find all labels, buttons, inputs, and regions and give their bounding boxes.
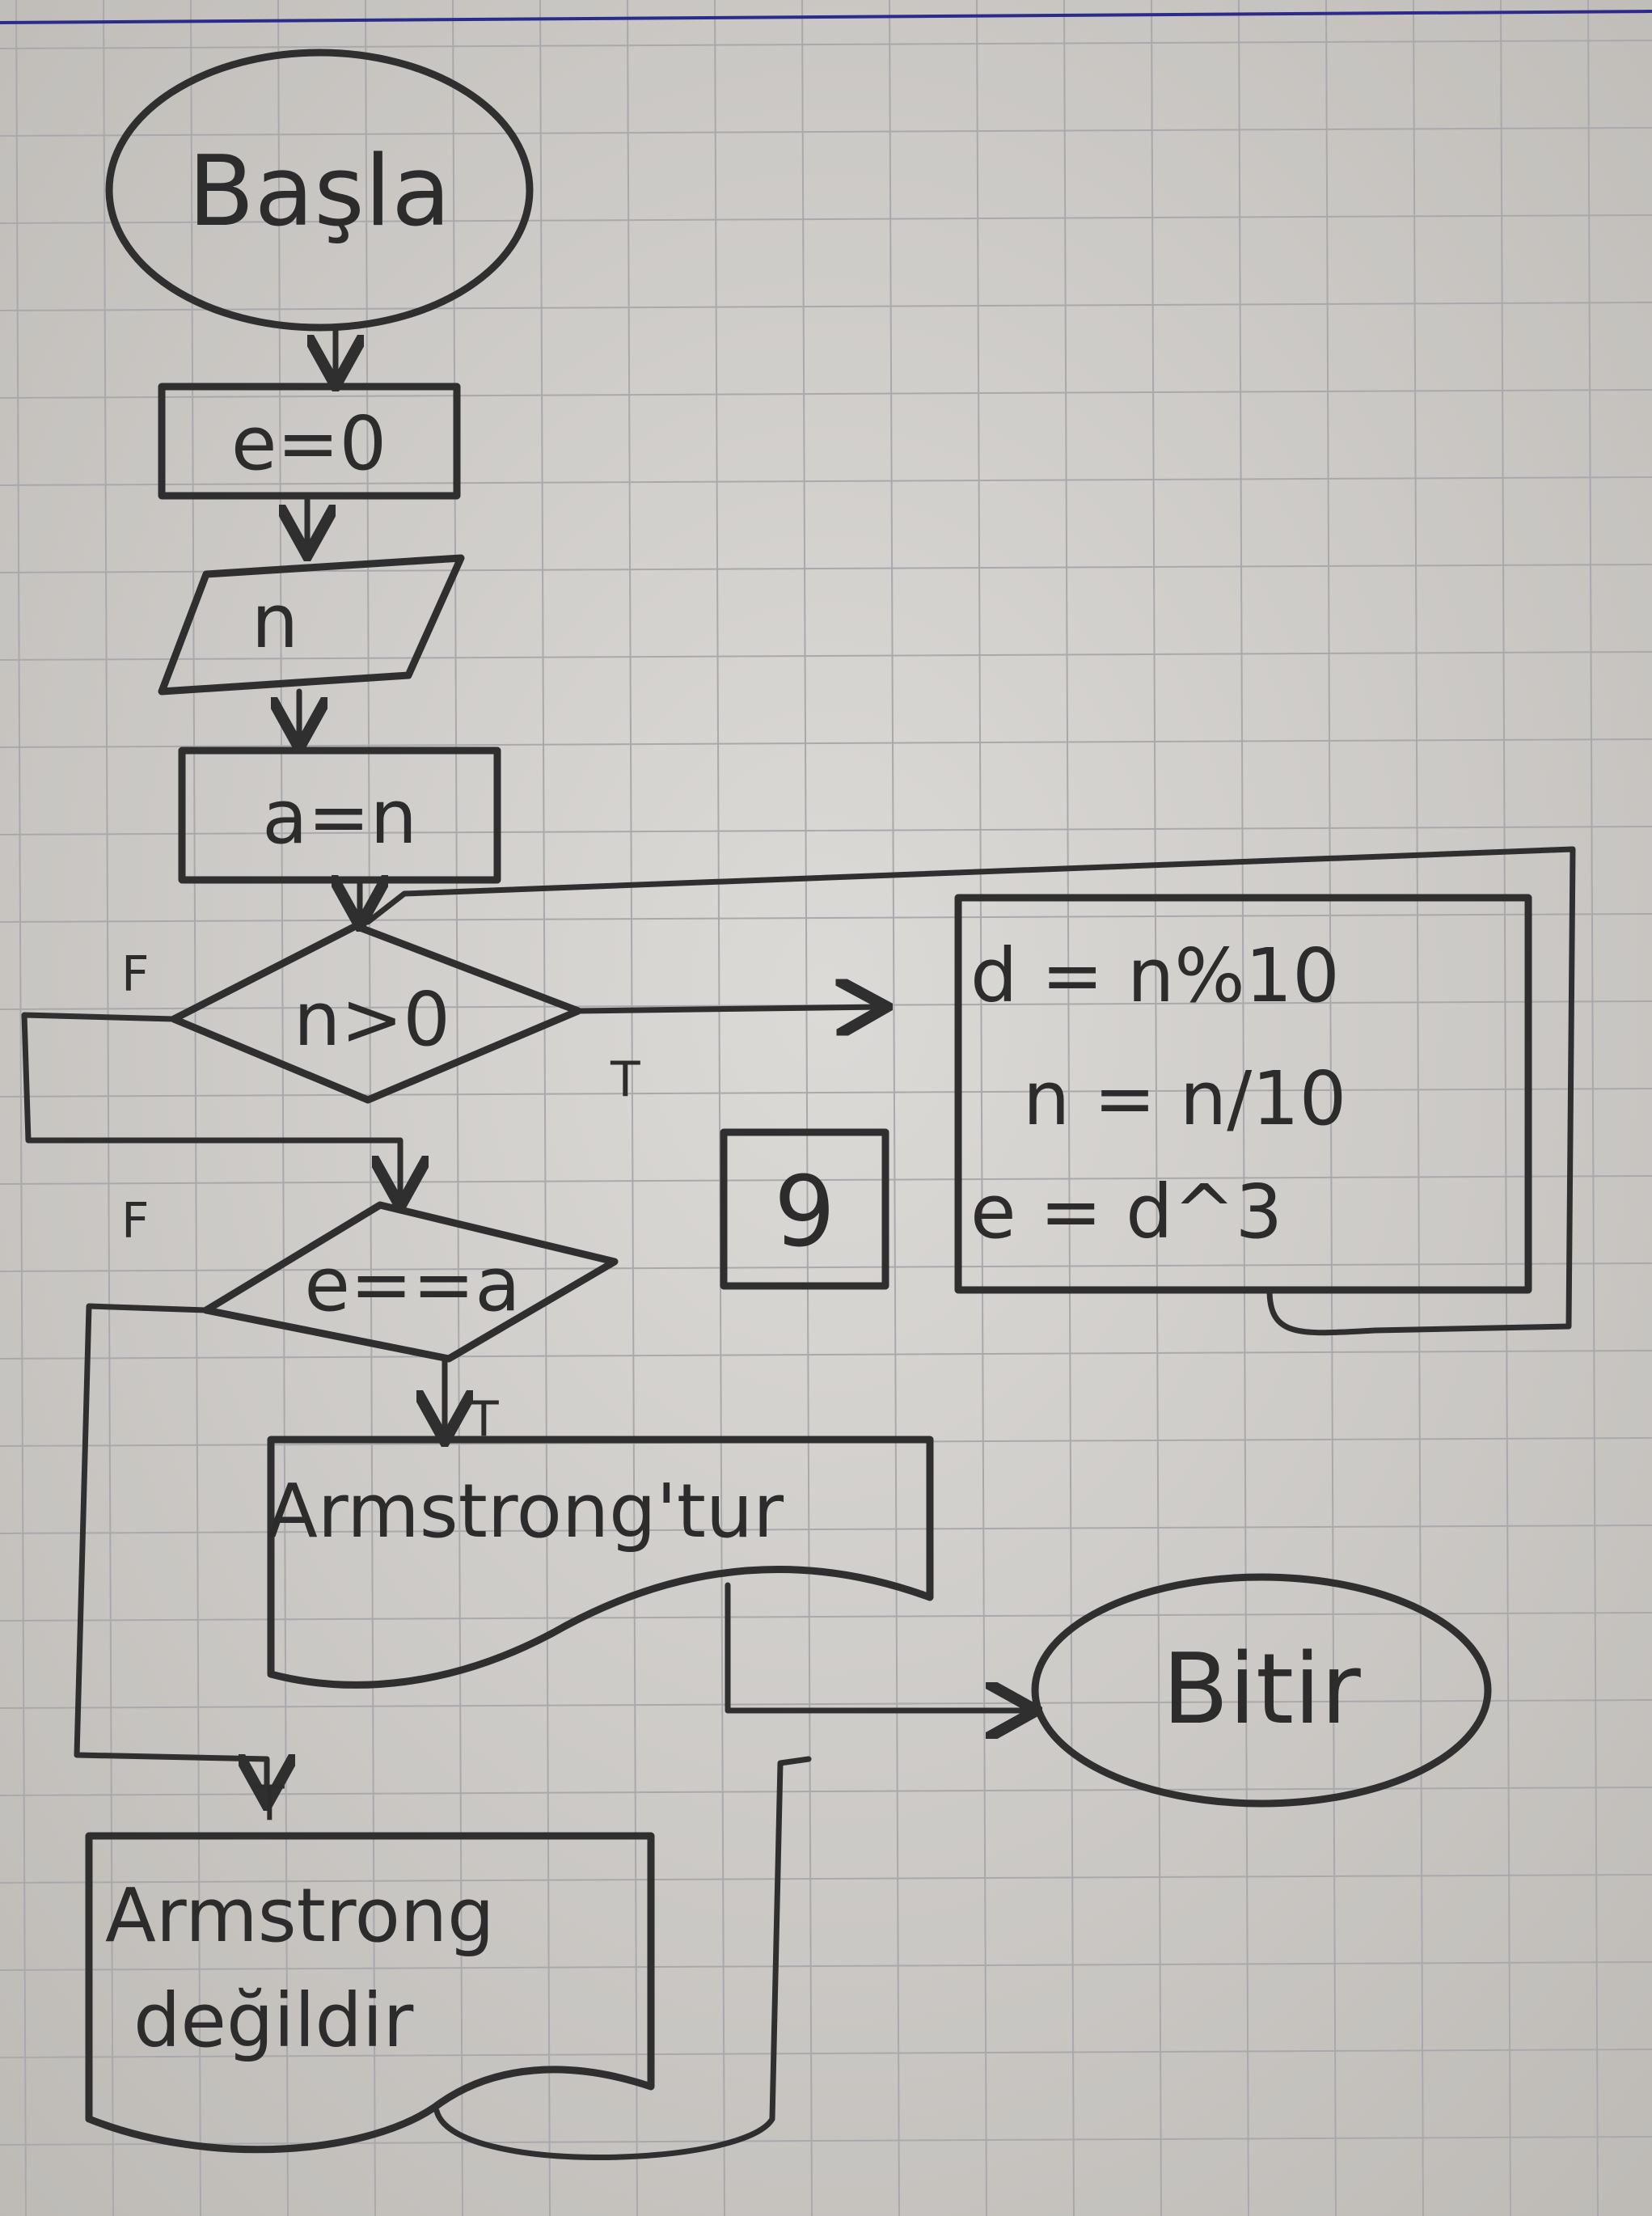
- arrow-compare-false: [74, 1303, 267, 1799]
- false-output-marker: T: [254, 1775, 285, 1832]
- loop-body-line-3: e = d^3: [970, 1169, 1282, 1255]
- side-note-box: 9: [720, 1128, 889, 1290]
- end-terminal: Bitir: [1031, 1573, 1492, 1808]
- input-label: n: [251, 578, 298, 665]
- input-parallelogram: n: [158, 554, 465, 696]
- arrow-loop-back: [365, 846, 1576, 1336]
- init-process: e=0: [158, 383, 461, 500]
- output-true-label: Armstrong'tur: [267, 1468, 784, 1554]
- loop-body-process: d = n%10 n = n/10 e = d^3: [954, 894, 1532, 1294]
- margin-line: [0, 10, 1652, 24]
- compare-decision: e==a: [202, 1201, 619, 1363]
- arrow-loop-false: [21, 1012, 400, 1201]
- loop-true-label: T: [610, 1051, 640, 1108]
- assign-label: a=n: [262, 774, 417, 861]
- start-terminal: Başla: [105, 49, 534, 332]
- loop-body-line-1: d = n%10: [970, 932, 1340, 1019]
- output-false-line-1: Armstrong: [105, 1872, 495, 1959]
- arrow-loop-true: [575, 1007, 881, 1011]
- loop-decision: n>0: [170, 922, 582, 1104]
- loop-body-line-2: n = n/10: [1023, 1055, 1346, 1142]
- compare-condition-label: e==a: [304, 1241, 520, 1328]
- output-true-document: Armstrong'tur: [267, 1436, 934, 1689]
- output-false-line-2: değildir: [133, 1977, 413, 2064]
- loop-false-label: F: [121, 946, 150, 1003]
- end-label: Bitir: [1162, 1634, 1361, 1746]
- start-label: Başla: [188, 136, 450, 248]
- side-note-label: 9: [774, 1157, 835, 1269]
- compare-false-label: F: [121, 1193, 150, 1250]
- arrow-false-output-to-end: [433, 1756, 812, 2160]
- loop-condition-label: n>0: [294, 976, 450, 1063]
- init-label: e=0: [231, 400, 387, 487]
- output-false-document: Armstrong değildir: [85, 1832, 655, 2154]
- arrow-output-to-end: [725, 1582, 1031, 1711]
